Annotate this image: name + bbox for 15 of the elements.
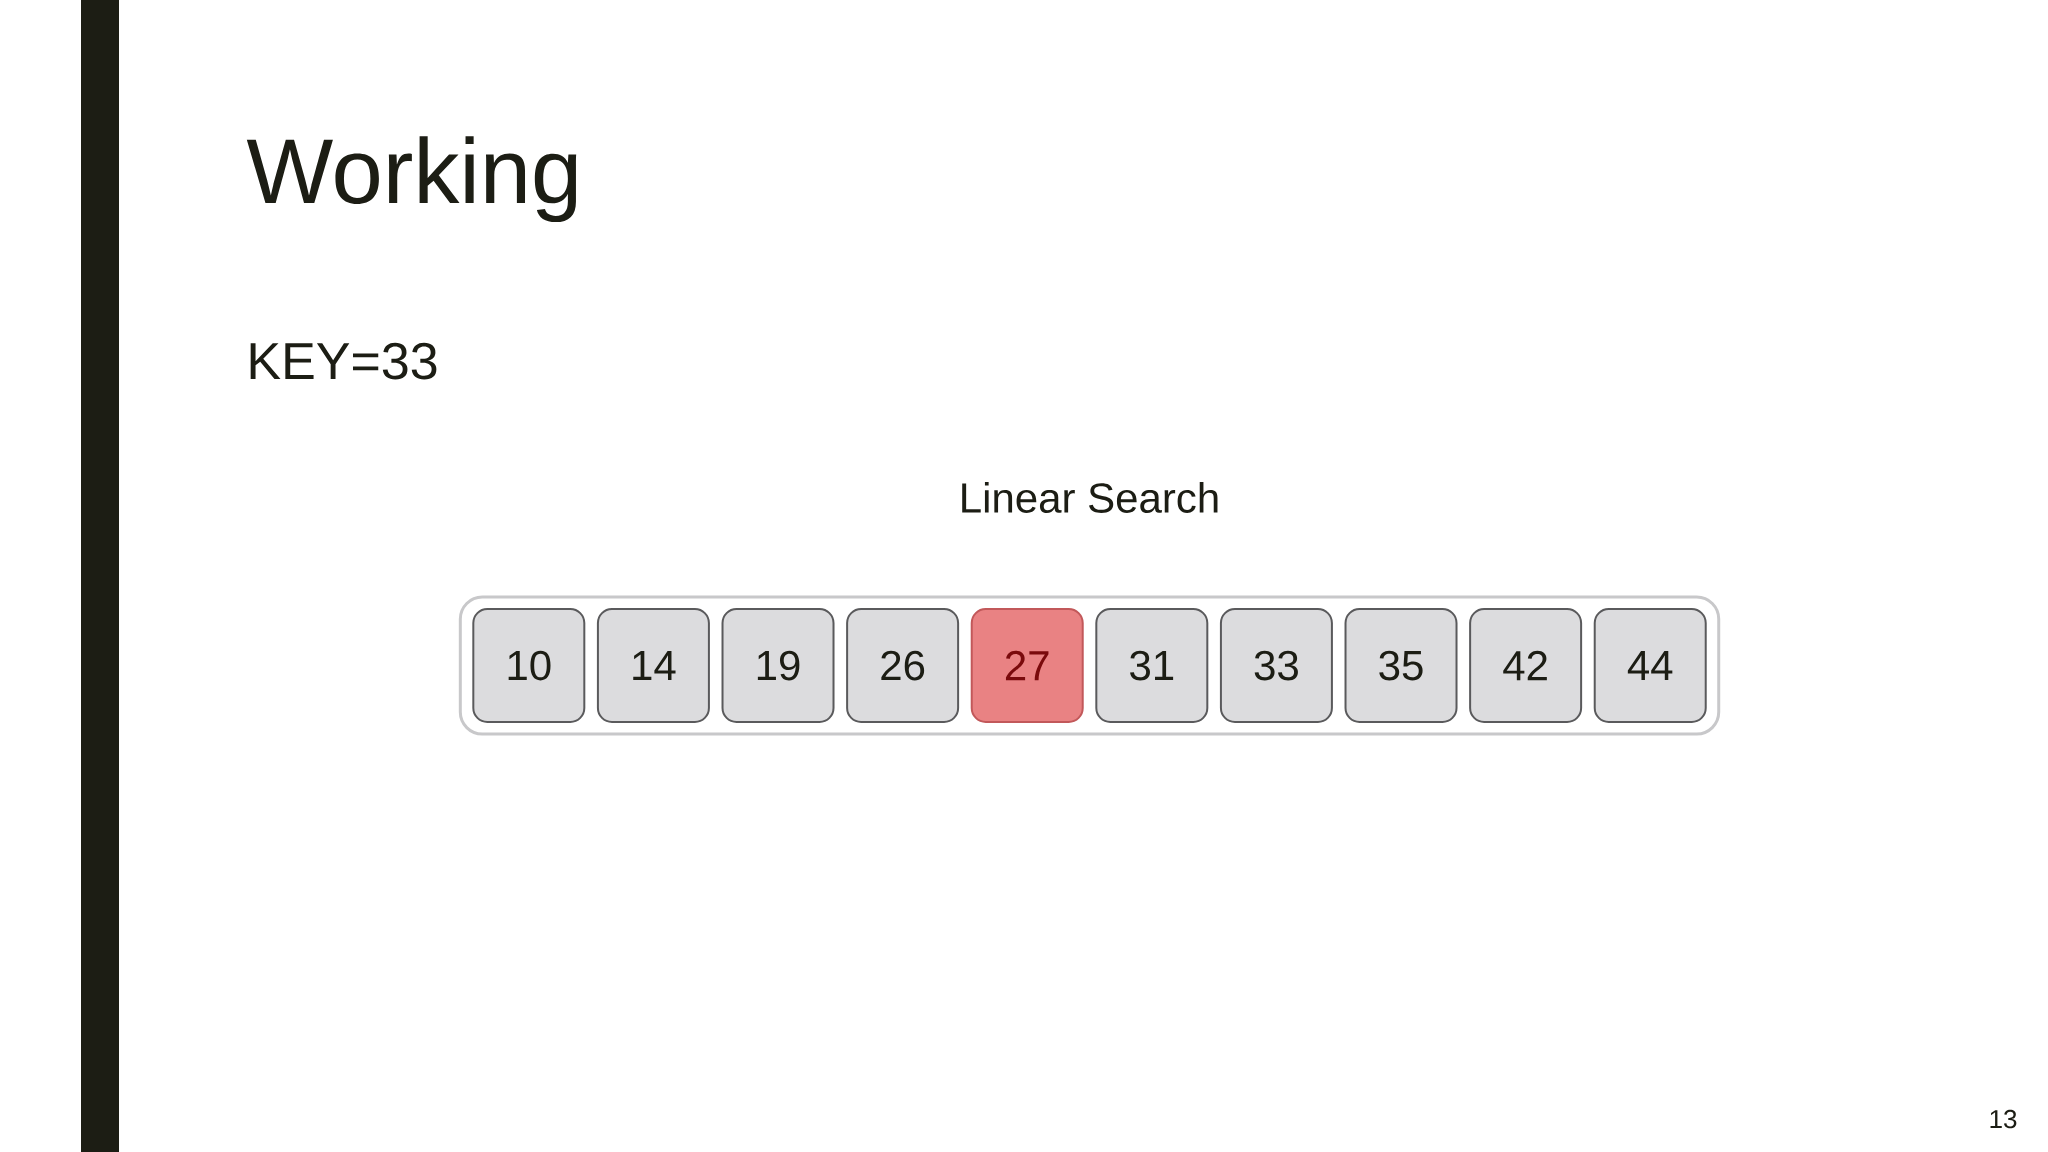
array-cell: 42: [1469, 608, 1583, 723]
heading: Linear Search: [962, 482, 1218, 513]
side-bar: [81, 0, 119, 1152]
array-cell: 44: [1593, 608, 1707, 723]
array-cell: 26: [846, 608, 960, 723]
array-cell: 35: [1344, 608, 1458, 723]
slide-title: Working: [246, 136, 577, 223]
body-text: KEY=33: [250, 342, 437, 380]
array-cell: 19: [721, 608, 835, 723]
array-cell: 33: [1219, 608, 1333, 723]
page-number: 13: [1990, 1109, 2017, 1129]
highlighted-cell: 27: [970, 608, 1084, 723]
array-cell: 10: [472, 608, 586, 723]
array-cell: 31: [1095, 608, 1209, 723]
array-cell: 14: [596, 608, 710, 723]
